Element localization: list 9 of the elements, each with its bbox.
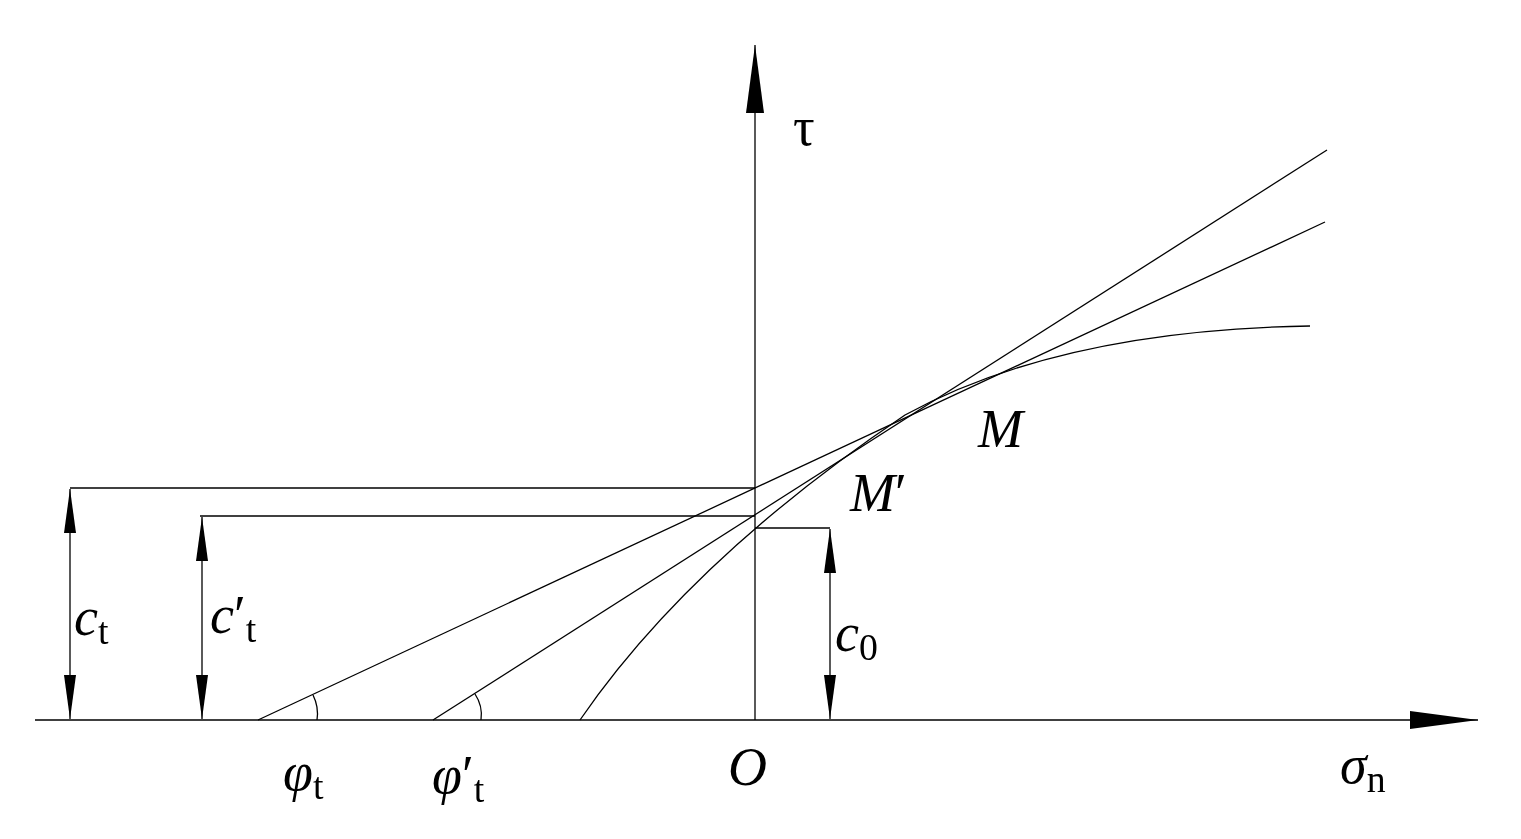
- angle-label: φ$_{t}$: [283, 745, 324, 807]
- axis-label: τ: [793, 100, 815, 154]
- origin-label: O: [728, 740, 767, 794]
- angle-label: φ′$_{t}$: [432, 748, 485, 810]
- axis-label: σ$_{n}$: [1340, 738, 1386, 800]
- dimension-label: c$_{0}$: [835, 606, 878, 668]
- dimension-label: c′$_{t}$: [210, 588, 257, 650]
- point-label: M′: [850, 466, 907, 520]
- dimension-label: c$_{t}$: [74, 590, 109, 652]
